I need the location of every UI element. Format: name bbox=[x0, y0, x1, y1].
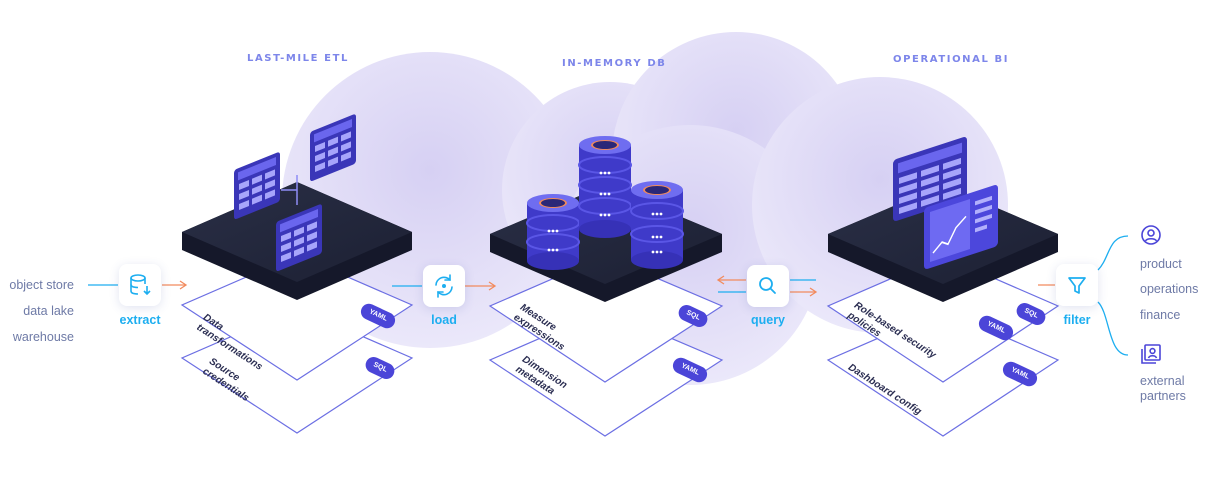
consumer-operations: operations bbox=[1140, 282, 1199, 296]
etl-bottom-layer: Source credentials SQL bbox=[200, 352, 397, 412]
db-bottom-layer: Dimension metadata YAML bbox=[513, 350, 718, 410]
query-node[interactable] bbox=[747, 265, 789, 307]
layer-label-dimension-metadata: Dimension metadata bbox=[513, 354, 569, 398]
step-query: query bbox=[750, 313, 786, 327]
filter-node[interactable] bbox=[1056, 264, 1098, 306]
bi-top-layer: Role-based security policies YAML SQL bbox=[845, 296, 1052, 361]
contacts-icon bbox=[1141, 344, 1161, 364]
load-node[interactable] bbox=[423, 265, 465, 307]
connectors bbox=[88, 235, 1129, 356]
yaml-badge: YAML bbox=[670, 355, 710, 385]
section-title-db: IN-MEMORY DB bbox=[562, 58, 667, 69]
sync-icon bbox=[435, 274, 453, 298]
etl-tables bbox=[234, 114, 356, 272]
bi-layer-stack bbox=[826, 255, 1060, 437]
bi-bottom-layer: Dashboard config YAML bbox=[846, 352, 1052, 418]
etl-layer-stack bbox=[180, 254, 414, 434]
sql-badge: SQL bbox=[676, 302, 710, 330]
yaml-badge: YAML bbox=[358, 301, 398, 331]
user-icon bbox=[1141, 225, 1161, 245]
layer-label-source-credentials: Source credentials bbox=[200, 356, 251, 405]
database-download-icon bbox=[130, 274, 151, 296]
extract-node[interactable] bbox=[119, 264, 161, 306]
db-layer-stack bbox=[488, 255, 724, 437]
consumer-product: product bbox=[1140, 257, 1182, 271]
filter-icon bbox=[1068, 277, 1086, 294]
source-warehouse: warehouse bbox=[12, 330, 74, 344]
source-data-lake: data lake bbox=[23, 304, 74, 318]
source-object-store: object store bbox=[9, 278, 74, 292]
step-extract: extract bbox=[119, 313, 161, 327]
yaml-badge: YAML bbox=[1000, 359, 1040, 389]
section-title-bi: OPERATIONAL BI bbox=[893, 54, 1010, 65]
db-top-layer: Measure expressions SQL bbox=[511, 298, 718, 358]
section-title-etl: LAST-MILE ETL bbox=[247, 53, 349, 64]
yaml-badge: YAML bbox=[976, 313, 1016, 343]
layer-label-dashboard-config: Dashboard config bbox=[846, 362, 924, 418]
database-stacks bbox=[526, 136, 684, 270]
search-icon bbox=[759, 277, 776, 294]
consumer-finance: finance bbox=[1140, 308, 1181, 322]
step-load: load bbox=[431, 313, 457, 327]
consumer-external-partners: external partners bbox=[1140, 374, 1186, 403]
step-filter: filter bbox=[1063, 313, 1091, 327]
bi-dashboards bbox=[893, 137, 998, 269]
sql-badge: SQL bbox=[1014, 300, 1048, 328]
sql-badge: SQL bbox=[363, 354, 397, 382]
etl-top-layer: Data transformations YAML bbox=[194, 300, 398, 373]
